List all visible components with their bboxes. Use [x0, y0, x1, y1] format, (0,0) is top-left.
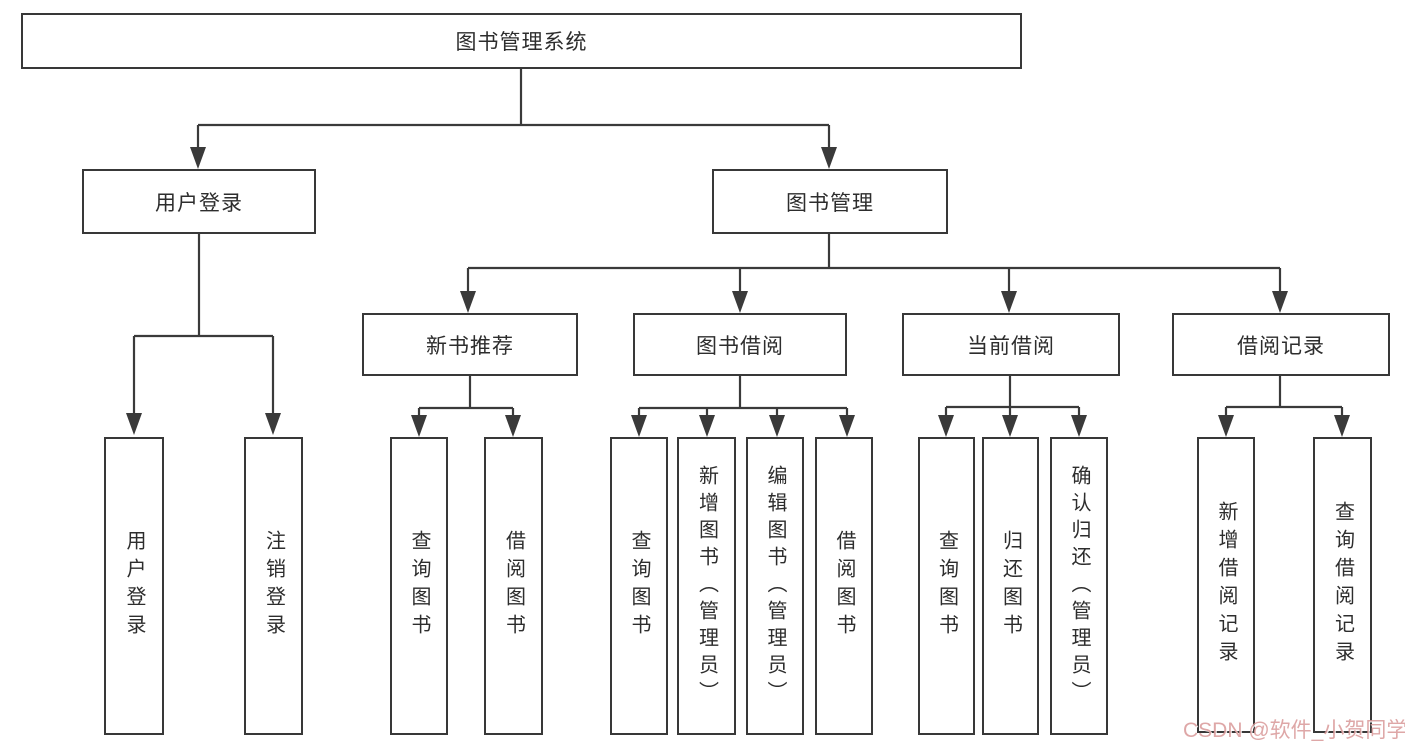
node-query-books-current: 查询图书 — [918, 437, 975, 735]
node-borrow-records-label: 借阅记录 — [1237, 334, 1325, 358]
node-query-books-borrowing: 查询图书 — [610, 437, 668, 735]
node-return-books-label: 归还图书 — [999, 530, 1022, 642]
node-login-label: 用户登录 — [123, 530, 145, 642]
node-borrow-books-recommend: 借阅图书 — [484, 437, 543, 735]
node-edit-books-admin: 编辑图书（管理员） — [746, 437, 804, 735]
node-query-books-borrowing-label: 查询图书 — [628, 530, 650, 642]
node-query-books-recommend: 查询图书 — [390, 437, 448, 735]
node-user-login: 用户登录 — [82, 169, 316, 234]
node-borrow-books-recommend-label: 借阅图书 — [502, 530, 525, 642]
node-query-borrow-record-label: 查询借阅记录 — [1331, 501, 1354, 669]
node-return-books: 归还图书 — [982, 437, 1039, 735]
node-logout: 注销登录 — [244, 437, 303, 735]
node-current-borrowing: 当前借阅 — [902, 313, 1120, 376]
node-add-books-admin: 新增图书（管理员） — [677, 437, 736, 735]
node-confirm-return-admin-label: 确认归还（管理员） — [1068, 464, 1090, 708]
node-query-books-current-label: 查询图书 — [935, 530, 958, 642]
node-borrow-books-borrowing: 借阅图书 — [815, 437, 873, 735]
node-new-book-recommend-label: 新书推荐 — [426, 334, 514, 358]
node-book-management-label: 图书管理 — [786, 191, 874, 215]
node-book-management: 图书管理 — [712, 169, 948, 234]
node-confirm-return-admin: 确认归还（管理员） — [1050, 437, 1108, 735]
node-book-borrowing: 图书借阅 — [633, 313, 847, 376]
node-add-books-admin-label: 新增图书（管理员） — [695, 464, 718, 708]
node-logout-label: 注销登录 — [262, 530, 285, 642]
node-add-borrow-record-label: 新增借阅记录 — [1215, 501, 1237, 669]
node-current-borrowing-label: 当前借阅 — [967, 334, 1055, 358]
node-edit-books-admin-label: 编辑图书（管理员） — [764, 464, 786, 708]
node-query-borrow-record: 查询借阅记录 — [1313, 437, 1372, 733]
node-new-book-recommend: 新书推荐 — [362, 313, 578, 376]
node-book-borrowing-label: 图书借阅 — [696, 334, 784, 358]
node-login: 用户登录 — [104, 437, 164, 735]
node-borrow-records: 借阅记录 — [1172, 313, 1390, 376]
node-add-borrow-record: 新增借阅记录 — [1197, 437, 1255, 733]
node-borrow-books-borrowing-label: 借阅图书 — [833, 530, 855, 642]
node-library-system-label: 图书管理系统 — [455, 31, 588, 54]
node-library-system: 图书管理系统 — [21, 13, 1022, 69]
node-user-login-label: 用户登录 — [155, 191, 243, 215]
csdn-watermark: CSDN @软件_小贺同学 — [1183, 719, 1405, 742]
node-query-books-recommend-label: 查询图书 — [408, 530, 430, 642]
